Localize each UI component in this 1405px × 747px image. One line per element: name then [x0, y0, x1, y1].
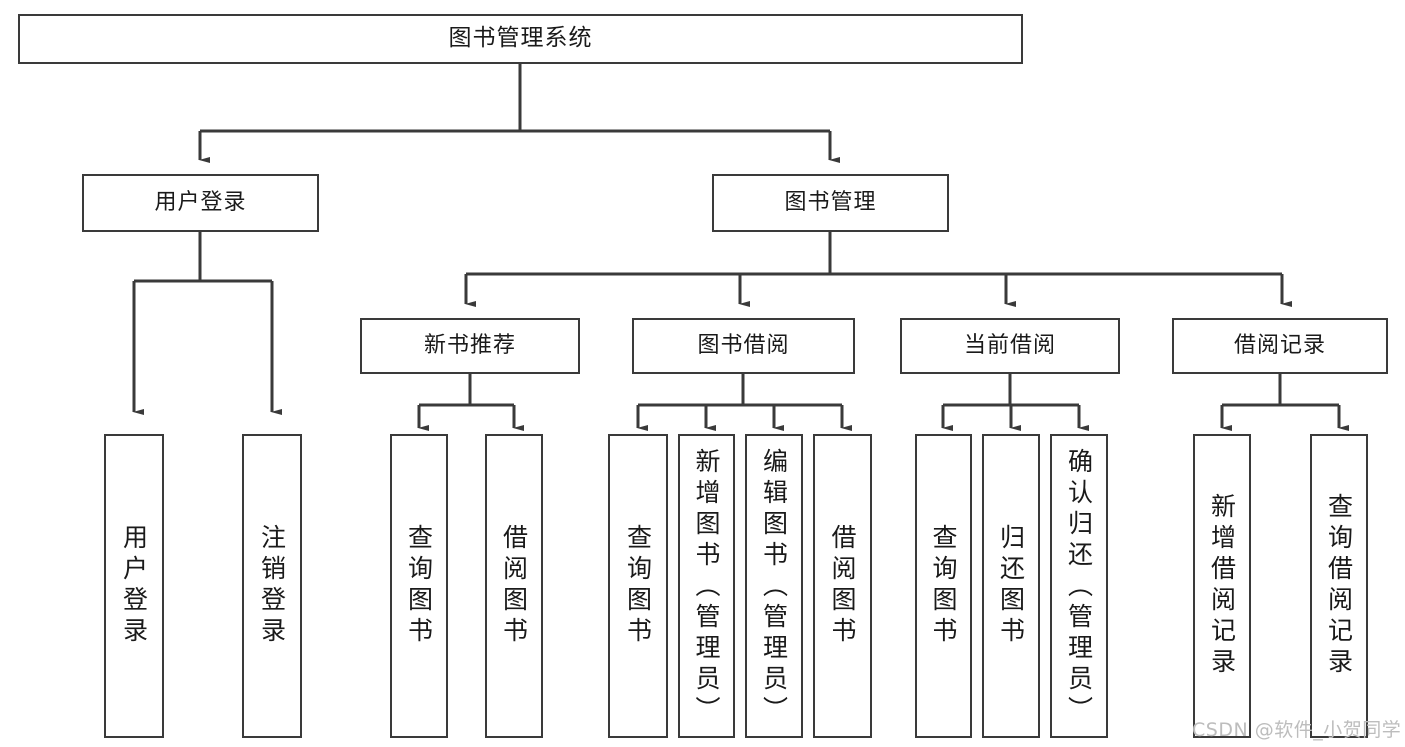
- node-user-login[interactable]: 用户登录: [82, 174, 319, 232]
- node-current-borrow-label: 当前借阅: [963, 333, 1056, 359]
- node-leaf-confirm-return[interactable]: 确认归还（管理员）: [1050, 434, 1108, 738]
- node-leaf-query-book-3-label: 查询图书: [929, 524, 958, 648]
- node-new-book-recommend-label: 新书推荐: [423, 333, 516, 359]
- node-leaf-borrow-book-1[interactable]: 借阅图书: [485, 434, 543, 738]
- node-current-borrow[interactable]: 当前借阅: [900, 318, 1120, 374]
- node-root[interactable]: 图书管理系统: [18, 14, 1023, 64]
- node-leaf-edit-book[interactable]: 编辑图书（管理员）: [745, 434, 803, 738]
- node-leaf-confirm-return-label: 确认归还（管理员）: [1064, 448, 1094, 727]
- node-leaf-query-book-2-label: 查询图书: [623, 524, 653, 648]
- node-leaf-return-book-label: 归还图书: [996, 524, 1026, 648]
- csdn-watermark: CSDN @软件_小贺同学: [1192, 719, 1402, 741]
- node-leaf-add-book-label: 新增图书（管理员）: [692, 448, 721, 727]
- node-leaf-user-login[interactable]: 用户登录: [104, 434, 164, 738]
- node-book-manage[interactable]: 图书管理: [712, 174, 949, 232]
- node-leaf-query-book-1-label: 查询图书: [404, 524, 434, 648]
- node-leaf-query-book-3[interactable]: 查询图书: [915, 434, 972, 738]
- node-book-manage-label: 图书管理: [784, 190, 877, 216]
- node-new-book-recommend[interactable]: 新书推荐: [360, 318, 580, 374]
- node-borrow-record[interactable]: 借阅记录: [1172, 318, 1388, 374]
- node-book-borrow-label: 图书借阅: [697, 333, 790, 359]
- node-leaf-query-borrow-record-label: 查询借阅记录: [1324, 493, 1354, 679]
- node-root-label: 图书管理系统: [448, 25, 593, 52]
- node-leaf-user-login-label: 用户登录: [119, 524, 149, 648]
- node-leaf-logout-label: 注销登录: [257, 524, 287, 648]
- node-leaf-add-borrow-record[interactable]: 新增借阅记录: [1193, 434, 1251, 738]
- node-leaf-borrow-book-2[interactable]: 借阅图书: [813, 434, 872, 738]
- node-leaf-query-book-1[interactable]: 查询图书: [390, 434, 448, 738]
- node-borrow-record-label: 借阅记录: [1233, 333, 1326, 359]
- node-leaf-borrow-book-2-label: 借阅图书: [828, 524, 857, 648]
- node-leaf-query-book-2[interactable]: 查询图书: [608, 434, 668, 738]
- node-leaf-add-book[interactable]: 新增图书（管理员）: [678, 434, 735, 738]
- node-leaf-edit-book-label: 编辑图书（管理员）: [759, 448, 789, 727]
- node-leaf-return-book[interactable]: 归还图书: [982, 434, 1040, 738]
- node-leaf-query-borrow-record[interactable]: 查询借阅记录: [1310, 434, 1368, 738]
- node-book-borrow[interactable]: 图书借阅: [632, 318, 855, 374]
- node-leaf-logout[interactable]: 注销登录: [242, 434, 302, 738]
- node-user-login-label: 用户登录: [154, 190, 247, 216]
- node-leaf-add-borrow-record-label: 新增借阅记录: [1207, 493, 1237, 679]
- node-leaf-borrow-book-1-label: 借阅图书: [499, 524, 529, 648]
